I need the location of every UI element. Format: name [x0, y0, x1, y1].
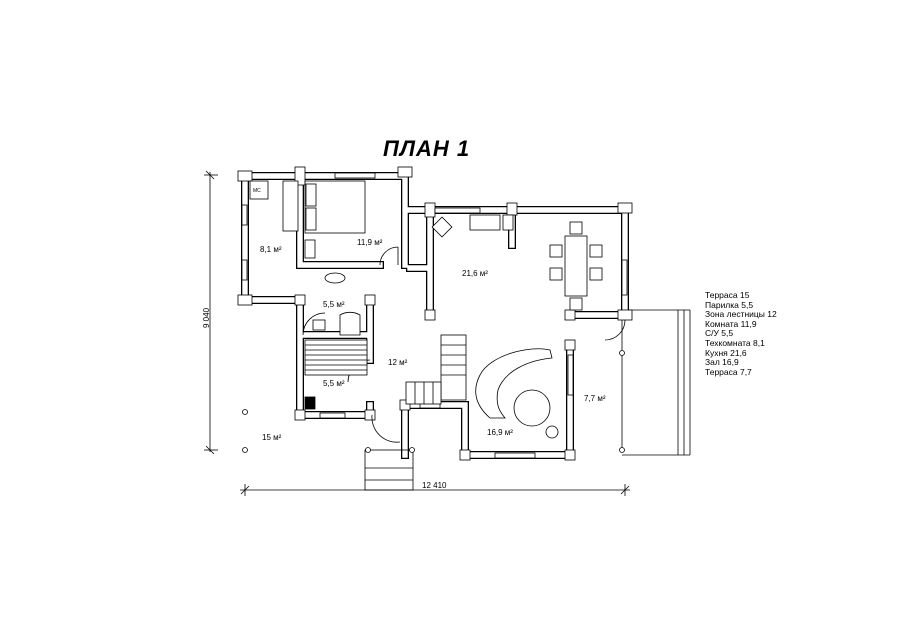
room-area-bedroom: 11,9 м² [357, 238, 383, 247]
boiler-icon [249, 180, 269, 200]
legend-item: Техкомната 8,1 [705, 337, 765, 348]
sink-icon [324, 272, 346, 284]
room-area-sauna: 5,5 м² [323, 379, 345, 388]
stove-icon [304, 396, 316, 410]
dimension-width [240, 484, 630, 496]
room-area-stairs: 12 м² [388, 358, 408, 367]
boiler-label: МС [253, 188, 261, 194]
height-dimension-label: 9 040 [202, 307, 211, 328]
plan-title: ПЛАН 1 [383, 136, 471, 161]
legend-item: Комната 11,9 [705, 318, 757, 329]
room-area-bathroom: 5,5 м² [323, 300, 345, 309]
kitchen-counter [469, 214, 501, 231]
plant-icon [545, 425, 559, 439]
round-table-icon [513, 389, 551, 427]
area-legend: Терраса 15 Парилка 5,5 Зона лестницы 12 … [705, 290, 777, 377]
fireplace-icon [431, 216, 453, 238]
legend-item: С/У 5,5 [705, 328, 734, 339]
room-area-tech: 8,1 м² [260, 245, 282, 254]
shower-icon [339, 311, 361, 336]
room-area-terrace-left: 15 м² [262, 433, 282, 442]
room-area-terrace-right: 7,7 м² [584, 394, 606, 403]
sauna-bench [304, 339, 368, 376]
staircase-icon [405, 334, 467, 405]
legend-item: Терраса 15 [705, 290, 750, 300]
windows [241, 172, 628, 459]
legend-item: Кухня 21,6 [705, 347, 747, 358]
entrance-steps [364, 449, 414, 491]
legend-item: Зал 16,9 [705, 357, 739, 368]
columns [242, 350, 625, 453]
right-terrace [621, 309, 691, 456]
width-dimension-label: 12 410 [422, 481, 447, 490]
room-area-hall: 16,9 м² [487, 428, 513, 437]
sofa-icon [475, 348, 553, 419]
furniture [249, 180, 603, 439]
dining-table-icon [564, 235, 588, 297]
legend-item: Парилка 5,5 [705, 299, 754, 310]
legend-item: Зона лестницы 12 [705, 309, 777, 320]
room-area-kitchen: 21,6 м² [462, 269, 488, 278]
legend-item: Терраса 7,7 [705, 366, 752, 377]
toilet-icon [312, 319, 326, 331]
dimension-height [204, 170, 218, 455]
